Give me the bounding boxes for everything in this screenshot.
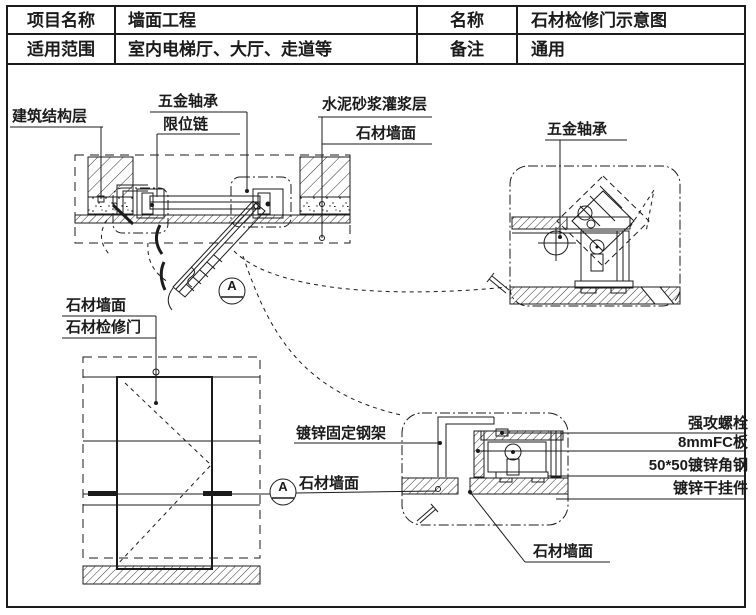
svg-text:石材墙面: 石材墙面 xyxy=(355,124,416,142)
svg-text:镀锌干挂件: 镀锌干挂件 xyxy=(673,479,748,497)
cell-remark-label: 备注 xyxy=(449,39,484,59)
label-stone-wall-bottom: 石材墙面 xyxy=(468,490,610,563)
svg-text:限位链: 限位链 xyxy=(163,115,209,133)
label-galvanized-dry-hanger: 镀锌干挂件 xyxy=(556,479,748,500)
label-limit-chain: 限位链 xyxy=(156,115,240,197)
sheet-border xyxy=(6,5,746,608)
detail-reference-curves xyxy=(233,250,508,416)
svg-text:五金轴承: 五金轴承 xyxy=(158,92,218,110)
label-galvanized-fixed-steel-frame: 镀锌固定钢架 xyxy=(294,424,442,445)
pivot-crosshair xyxy=(538,205,596,261)
door-frame xyxy=(112,184,284,219)
section-marker-a-plan: A xyxy=(218,277,246,305)
label-building-structure-layer: 建筑结构层 xyxy=(10,107,105,203)
cell-scope-label: 适用范围 xyxy=(27,39,95,59)
svg-text:50*50镀锌角钢: 50*50镀锌角钢 xyxy=(649,456,748,474)
section-marker-a-elevation: A xyxy=(269,478,297,506)
hanger-assembly xyxy=(473,428,564,483)
bearing-detail: 五金轴承 xyxy=(486,120,681,307)
section-cut-line xyxy=(83,491,270,496)
svg-text:A: A xyxy=(278,479,288,494)
callout-right-hinge xyxy=(230,176,292,228)
section-detail: 镀锌固定钢架 石材墙面 石材墙面 强攻螺栓 8mmFC板 50*50镀锌角钢 xyxy=(294,412,749,563)
svg-text:强攻螺栓: 强攻螺栓 xyxy=(688,414,748,432)
anchor-screw-icon-2 xyxy=(416,503,439,524)
steel-frame xyxy=(437,416,495,477)
title-table: 项目名称 墙面工程 名称 石材检修门示意图 适用范围 室内电梯厅、大厅、走道等 … xyxy=(7,6,745,65)
door-panel xyxy=(116,376,213,570)
callout-left-hinge xyxy=(112,187,169,234)
plan-view: A 建筑结构层 五金轴承 限位链 水泥砂浆灌浆层 石材墙面 xyxy=(10,92,432,311)
svg-text:镀锌固定钢架: 镀锌固定钢架 xyxy=(296,424,386,442)
door-swing-dashed xyxy=(115,382,212,567)
stone-bands xyxy=(401,477,569,495)
svg-text:石材墙面: 石材墙面 xyxy=(298,474,359,492)
label-galvanized-angle-steel: 50*50镀锌角钢 xyxy=(548,456,748,477)
svg-text:石材检修门: 石材检修门 xyxy=(65,318,141,336)
cell-project-label: 项目名称 xyxy=(27,10,95,30)
frame-bar xyxy=(511,216,631,234)
cell-name-label: 名称 xyxy=(450,10,484,30)
label-hardware-bearing: 五金轴承 xyxy=(150,92,249,193)
svg-text:五金轴承: 五金轴承 xyxy=(547,120,607,138)
cell-name-value: 石材检修门示意图 xyxy=(530,10,667,30)
label-stone-wall-mid: 石材墙面 xyxy=(295,474,437,494)
cell-project-value: 墙面工程 xyxy=(128,10,196,30)
door-leaf-open xyxy=(101,200,266,311)
floor-band xyxy=(509,286,681,305)
svg-text:石材墙面: 石材墙面 xyxy=(65,296,126,314)
svg-text:A: A xyxy=(227,278,237,293)
svg-text:石材墙面: 石材墙面 xyxy=(532,542,593,560)
label-stone-wall-elevation: 石材墙面 xyxy=(62,296,156,317)
label-cement-mortar-grout-layer: 水泥砂浆灌浆层 xyxy=(318,95,432,118)
label-fc-board: 8mmFC板 xyxy=(476,433,749,453)
anchor-screw-icon xyxy=(486,272,510,294)
open-leaf-diamond xyxy=(556,175,655,267)
stone-band xyxy=(74,214,351,224)
hinge-body xyxy=(574,230,634,294)
cell-remark-value: 通用 xyxy=(531,40,565,59)
label-stone-wall-plan: 石材墙面 xyxy=(319,117,432,241)
svg-text:水泥砂浆灌浆层: 水泥砂浆灌浆层 xyxy=(322,95,427,113)
elevation-view: A 石材墙面 石材检修门 xyxy=(62,296,297,585)
svg-text:8mmFC板: 8mmFC板 xyxy=(678,433,749,451)
label-self-tapping-bolt: 强攻螺栓 xyxy=(500,414,748,435)
svg-text:建筑结构层: 建筑结构层 xyxy=(12,107,87,125)
cell-scope-value: 室内电梯厅、大厅、走道等 xyxy=(128,39,332,59)
ground-band xyxy=(82,565,261,585)
label-stone-access-door: 石材检修门 xyxy=(62,316,160,405)
